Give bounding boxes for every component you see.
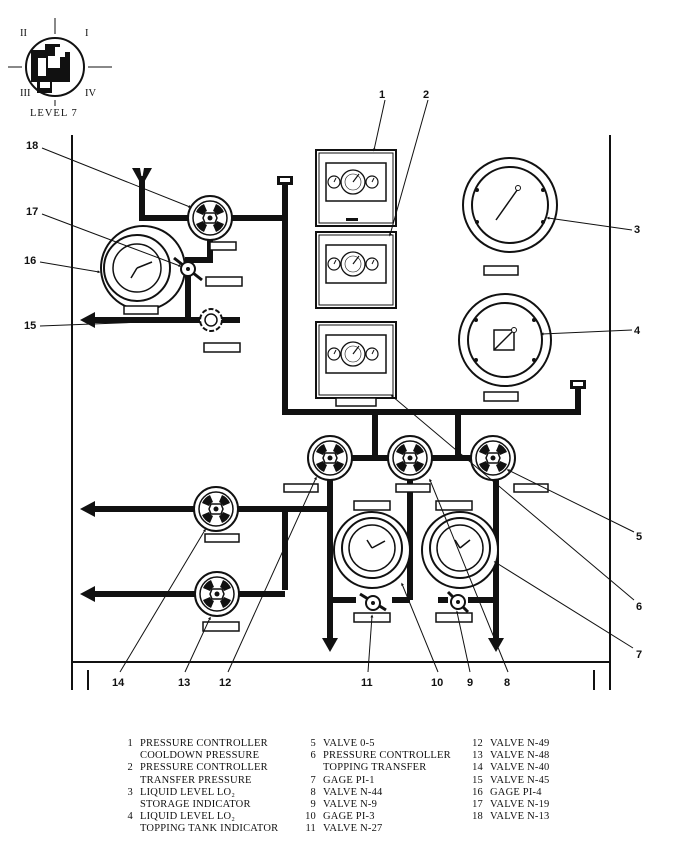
valve-n-49 xyxy=(307,435,353,481)
callout-14: 14 xyxy=(112,677,125,689)
callout-5: 5 xyxy=(636,531,642,543)
leader-lines xyxy=(39,99,635,673)
legend-item-cont: COOLDOWN PRESSURE xyxy=(140,750,260,762)
pressure-controller-topping xyxy=(315,321,397,399)
legend-item-cont: TOPPING TANK INDICATOR xyxy=(140,823,279,835)
callout-13: 13 xyxy=(178,677,190,689)
gage-pi-1 xyxy=(421,511,499,589)
pipe-arrows xyxy=(80,168,504,652)
legend-item-cont: TRANSFER PRESSURE xyxy=(140,774,252,786)
valve-n-27 xyxy=(359,592,387,612)
pressure-controller-transfer xyxy=(315,231,397,309)
key-map-label-iii: III xyxy=(20,88,31,99)
valve-n-9 xyxy=(446,590,470,614)
callout-15: 15 xyxy=(24,320,36,332)
panel-outline xyxy=(71,135,611,690)
callout-1: 1 xyxy=(379,89,385,101)
gage-pi-4 xyxy=(100,225,186,315)
callout-2: 2 xyxy=(423,89,429,101)
key-map-caption: LEVEL 7 xyxy=(30,108,78,119)
valve-n-19 xyxy=(173,256,203,282)
valve-n-45 xyxy=(199,308,223,332)
callout-11: 11 xyxy=(361,677,373,689)
callout-10: 10 xyxy=(431,677,443,689)
legend-item-cont: STORAGE INDICATOR xyxy=(140,799,251,811)
valve-n-44 xyxy=(387,435,433,481)
callout-7: 7 xyxy=(636,649,642,661)
key-map-label-iv: IV xyxy=(85,88,96,99)
callout-3: 3 xyxy=(634,224,640,236)
valve-tags xyxy=(202,241,549,632)
pressure-controller-cooldown xyxy=(315,149,397,227)
legend-item-cont: TOPPING TRANSFER xyxy=(323,762,427,774)
valve-n-40 xyxy=(193,486,239,532)
valve-0-5 xyxy=(470,435,516,481)
key-map-label-i: I xyxy=(85,28,89,39)
callout-6: 6 xyxy=(636,601,642,613)
callout-17: 17 xyxy=(26,206,38,218)
callout-9: 9 xyxy=(467,677,473,689)
callout-16: 16 xyxy=(24,255,36,267)
callout-18: 18 xyxy=(26,140,38,152)
valve-n-48 xyxy=(194,571,240,617)
callout-numbers: 1 2 3 4 5 6 7 8 9 10 11 12 13 14 15 16 1… xyxy=(24,89,642,689)
key-map-label-ii: II xyxy=(20,28,27,39)
liquid-level-topping-tank-indicator xyxy=(458,293,552,402)
piping xyxy=(95,180,581,644)
valve-n-13 xyxy=(187,195,233,241)
callout-12: 12 xyxy=(219,677,231,689)
liquid-level-storage-indicator xyxy=(462,157,558,276)
key-map: II I III IV LEVEL 7 xyxy=(8,18,112,119)
callout-8: 8 xyxy=(504,677,510,689)
gage-pi-3 xyxy=(333,511,411,589)
callout-4: 4 xyxy=(634,325,641,337)
controller-tag xyxy=(335,397,377,407)
vent-caps xyxy=(277,176,586,389)
